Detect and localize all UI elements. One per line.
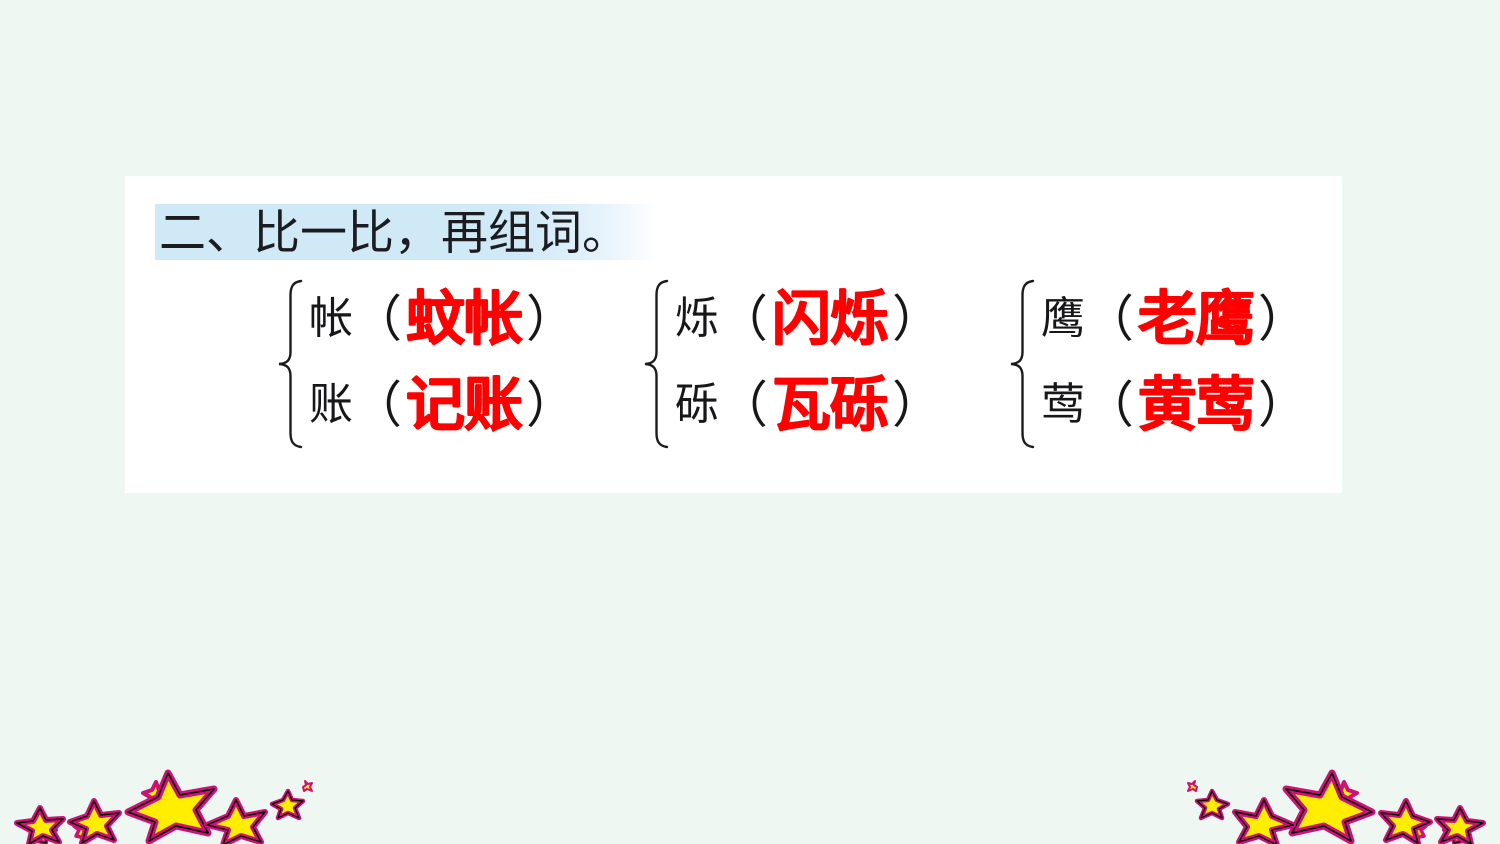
answer-word[interactable]: 蚊帐 xyxy=(406,285,523,352)
paren-open: （ xyxy=(717,291,768,347)
section-heading: 二、比一比，再组词。 xyxy=(155,204,659,260)
word-group: 烁 （ 闪烁 ） 砾 （ 瓦砾 ） xyxy=(641,276,1007,449)
answer-word[interactable]: 闪烁 xyxy=(771,285,889,352)
word-row: 砾 （ 瓦砾 ） xyxy=(675,362,1007,448)
paren-open: （ xyxy=(352,291,402,347)
exercise-grid: 帐 （ 蚊帐 ） 账 （ 记账 ） xyxy=(275,276,1335,449)
prompt-character: 账 xyxy=(309,380,353,429)
paren-open: （ xyxy=(1083,377,1134,433)
word-row: 鹰 （ 老鹰 ） xyxy=(1041,276,1335,362)
answer-word[interactable]: 老鹰 xyxy=(1137,285,1255,352)
answer-word[interactable]: 黄莺 xyxy=(1137,371,1255,438)
word-group-rows: 帐 （ 蚊帐 ） 账 （ 记账 ） xyxy=(309,276,641,448)
prompt-character: 烁 xyxy=(674,294,719,343)
left-curly-brace-icon xyxy=(275,276,309,449)
prompt-character: 帐 xyxy=(309,294,353,343)
answer-word[interactable]: 瓦砾 xyxy=(771,371,889,438)
left-curly-brace-icon xyxy=(1007,276,1041,449)
word-row: 莺 （ 黄莺 ） xyxy=(1041,362,1335,448)
left-curly-brace-icon xyxy=(641,276,675,449)
section-heading-text: 二、比一比，再组词。 xyxy=(159,205,629,259)
worksheet-card: 二、比一比，再组词。 帐 （ 蚊帐 ） 账 （ 记账 xyxy=(125,176,1342,493)
paren-close: ） xyxy=(891,291,942,347)
word-row: 帐 （ 蚊帐 ） xyxy=(309,276,641,362)
paren-close: ） xyxy=(891,377,942,433)
star-cluster-left-icon xyxy=(0,760,330,844)
paren-close: ） xyxy=(1257,291,1308,347)
paren-open: （ xyxy=(1083,291,1134,347)
paren-close: ） xyxy=(526,377,577,433)
prompt-character: 莺 xyxy=(1040,380,1085,429)
paren-close: ） xyxy=(1257,377,1308,433)
paren-open: （ xyxy=(717,377,768,433)
prompt-character: 砾 xyxy=(674,380,719,429)
paren-open: （ xyxy=(352,377,402,433)
word-group-rows: 鹰 （ 老鹰 ） 莺 （ 黄莺 ） xyxy=(1041,276,1335,448)
word-row: 烁 （ 闪烁 ） xyxy=(675,276,1007,362)
word-group: 帐 （ 蚊帐 ） 账 （ 记账 ） xyxy=(275,276,641,449)
star-cluster-right-icon xyxy=(1170,760,1500,844)
paren-close: ） xyxy=(526,291,577,347)
prompt-character: 鹰 xyxy=(1040,294,1085,343)
answer-word[interactable]: 记账 xyxy=(406,371,523,438)
word-row: 账 （ 记账 ） xyxy=(309,362,641,448)
word-group: 鹰 （ 老鹰 ） 莺 （ 黄莺 ） xyxy=(1007,276,1335,449)
word-group-rows: 烁 （ 闪烁 ） 砾 （ 瓦砾 ） xyxy=(675,276,1007,448)
